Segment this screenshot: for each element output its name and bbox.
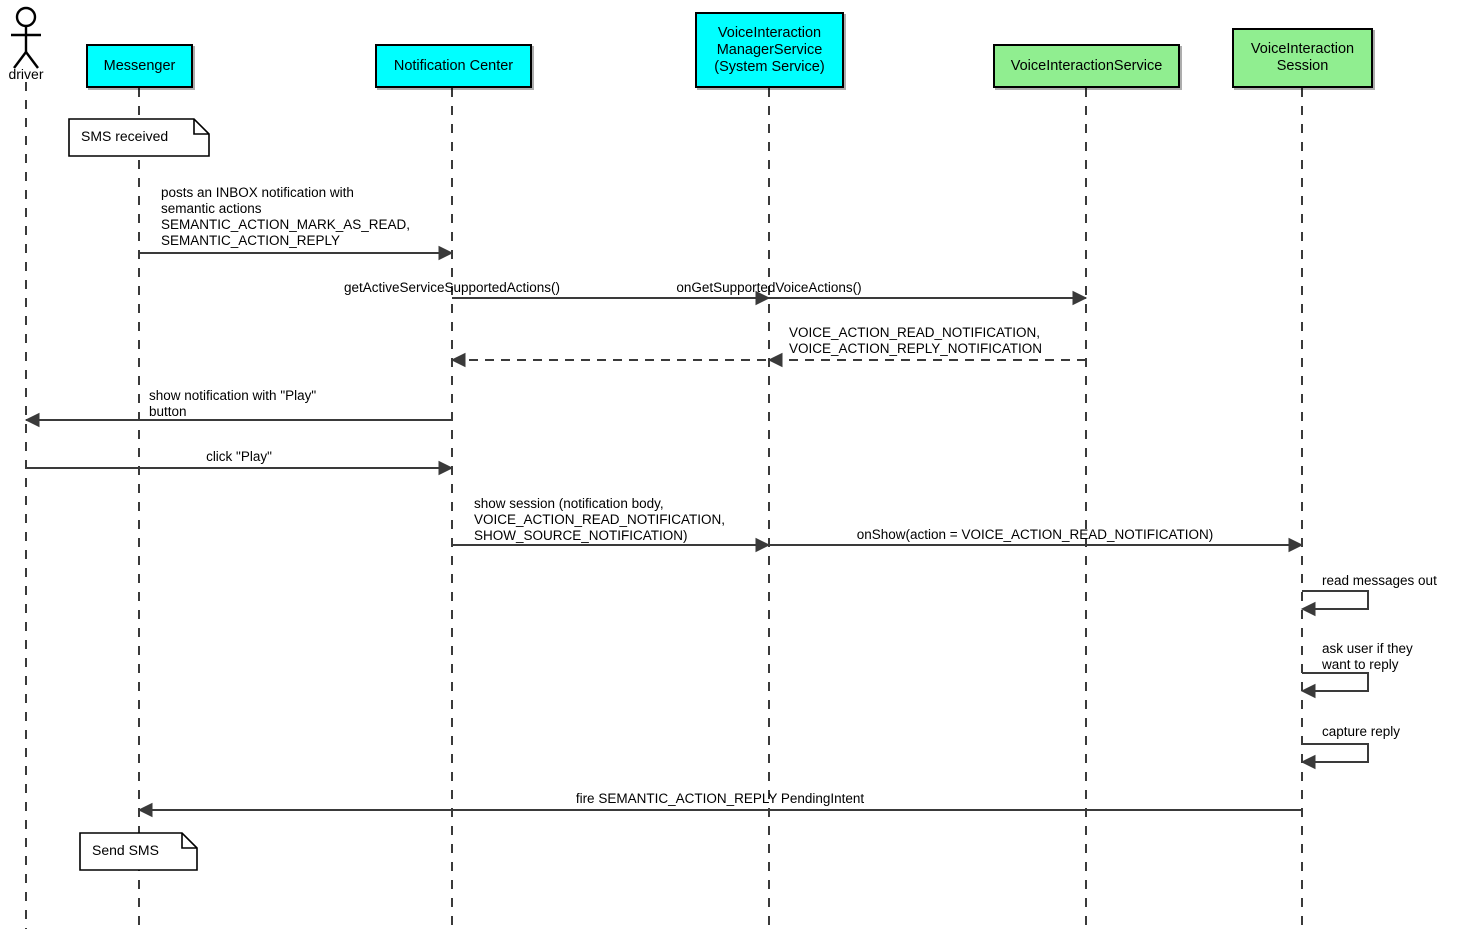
message-label-msg-show-session: show session (notification body, VOICE_A… [474, 496, 726, 543]
message-msg-on-show[interactable] [769, 537, 1304, 553]
self-message-arrowhead-self-msg-read-messages-out [1300, 601, 1316, 617]
participant-box-voiceinteraction-service[interactable]: VoiceInteractionService [993, 44, 1180, 88]
self-message-arrowhead-self-msg-ask-user-reply [1300, 683, 1316, 699]
message-arrowhead-msg-click-play [438, 460, 454, 476]
message-msg-return-voice-actions[interactable] [450, 352, 1086, 368]
message-msg-show-notification-play-button[interactable] [24, 412, 452, 428]
participant-box-voiceinteraction-manager-service[interactable]: VoiceInteraction ManagerService (System … [695, 12, 844, 88]
self-message-self-msg-ask-user-reply[interactable] [1300, 672, 1369, 699]
message-msg-post-inbox-notification[interactable] [139, 245, 454, 261]
self-message-path-self-msg-read-messages-out [1302, 590, 1369, 610]
actor-label-driver: driver [8, 66, 44, 82]
message-msg-click-play[interactable] [26, 460, 454, 476]
message-label-msg-on-show: onShow(action = VOICE_ACTION_READ_NOTIFI… [856, 527, 1214, 542]
message-arrowhead-msg-fire-semantic-action-reply-pendingintent [137, 802, 153, 818]
message-arrowhead-msg-on-show [1288, 537, 1304, 553]
actor-head-icon [15, 6, 37, 28]
participant-box-notification-center[interactable]: Notification Center [375, 44, 532, 88]
self-message-self-msg-capture-reply[interactable] [1300, 743, 1369, 770]
actor-leg-right [25, 51, 39, 69]
message-label-msg-click-play: click "Play" [206, 449, 272, 464]
message-label-msg-fire-semantic-action-reply-pendingintent: fire SEMANTIC_ACTION_REPLY PendingIntent [575, 791, 865, 806]
participant-box-voiceinteraction-session[interactable]: VoiceInteraction Session [1232, 28, 1373, 88]
message-msg-show-session[interactable] [452, 537, 771, 553]
message-msg-on-get-supported-voice-actions[interactable] [769, 290, 1088, 306]
participant-box-messenger[interactable]: Messenger [86, 44, 193, 88]
message-msg-get-active-service-supported-actions[interactable] [452, 290, 771, 306]
message-msg-fire-semantic-action-reply-pendingintent[interactable] [137, 802, 1302, 818]
message-label-msg-on-get-supported-voice-actions: onGetSupportedVoiceActions() [676, 280, 862, 295]
message-arrowhead-msg-show-notification-play-button [24, 412, 40, 428]
message-arrowhead-msg-get-active-service-supported-actions [755, 290, 771, 306]
actor-leg-left [13, 51, 27, 69]
message-label-msg-get-active-service-supported-actions: getActiveServiceSupportedActions() [343, 280, 561, 295]
message-label-msg-return-voice-actions: VOICE_ACTION_READ_NOTIFICATION, VOICE_AC… [789, 325, 1043, 356]
message-label-msg-post-inbox-notification: posts an INBOX notification with semanti… [161, 185, 411, 248]
note-fold-icon-note-sms-received [193, 119, 209, 135]
self-message-label-self-msg-ask-user-reply: ask user if they want to reply [1322, 641, 1413, 672]
note-shape-note-sms-received [68, 118, 210, 157]
note-fold-icon-note-send-sms [181, 833, 197, 849]
note-text-note-sms-received: SMS received [81, 128, 169, 144]
self-message-label-self-msg-capture-reply: capture reply [1322, 724, 1401, 739]
message-arrowhead-msg-return-voice-actions [450, 352, 466, 368]
participant-label-voiceinteraction-service: VoiceInteractionService [1010, 57, 1163, 74]
self-message-self-msg-read-messages-out[interactable] [1300, 590, 1369, 617]
actor-driver [11, 6, 41, 69]
participant-label-voiceinteraction-session: VoiceInteraction Session [1250, 41, 1355, 74]
self-message-path-self-msg-ask-user-reply [1302, 672, 1369, 692]
note-shape-note-send-sms [79, 832, 198, 871]
self-message-arrowhead-self-msg-capture-reply [1300, 754, 1316, 770]
self-message-path-self-msg-capture-reply [1302, 743, 1369, 763]
participant-label-notification-center: Notification Center [393, 57, 514, 74]
message-arrowhead-mid-msg-return-voice-actions [767, 352, 783, 368]
self-message-label-self-msg-read-messages-out: read messages out [1322, 573, 1437, 588]
message-arrowhead-msg-show-session [755, 537, 771, 553]
message-arrowhead-msg-post-inbox-notification [438, 245, 454, 261]
note-text-note-send-sms: Send SMS [92, 842, 159, 858]
participant-label-messenger: Messenger [103, 57, 176, 74]
message-arrowhead-msg-on-get-supported-voice-actions [1072, 290, 1088, 306]
message-label-msg-show-notification-play-button: show notification with "Play" button [149, 388, 317, 419]
participant-label-voiceinteraction-manager-service: VoiceInteraction ManagerService (System … [714, 24, 825, 75]
